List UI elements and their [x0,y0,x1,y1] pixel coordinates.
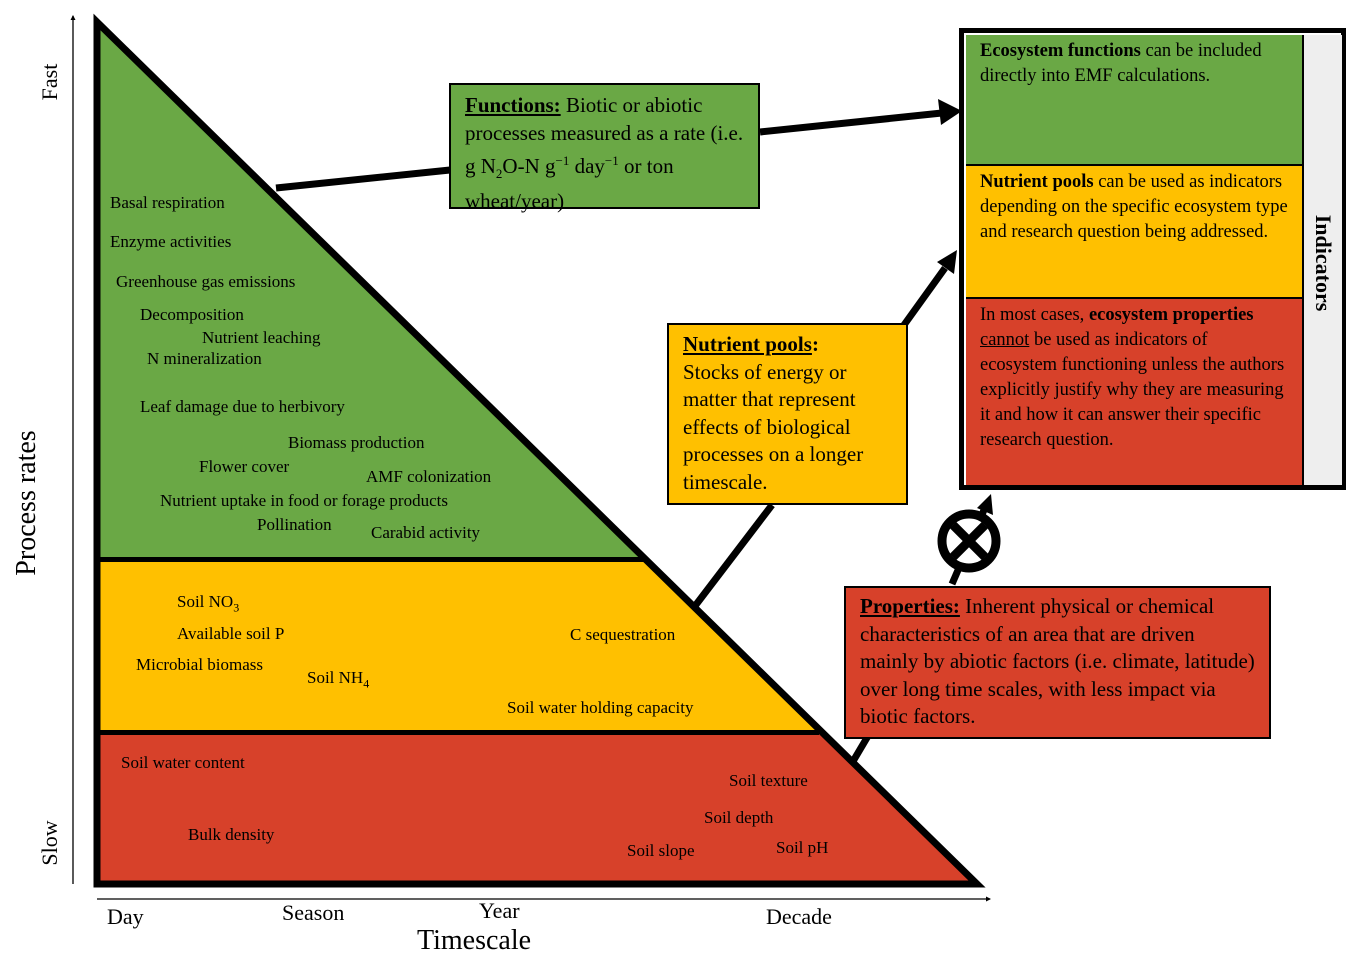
indicator-properties-text: In most cases, [980,305,1089,325]
function-item: Nutrient leaching [202,328,321,347]
function-item: Leaf damage due to herbivory [140,397,345,416]
function-item: Basal respiration [110,193,225,212]
functions-arrowhead [938,99,962,125]
nutrient-pools-definition-text: Nutrient pools: Stocks of energy or matt… [683,331,892,496]
functions-text: Biotic or abiotic processes measured as … [465,93,744,178]
nutrient-arrowhead [937,250,957,274]
function-item: Biomass production [288,433,425,452]
functions-text: day [569,154,605,178]
y-axis-title: Process rates [11,430,42,576]
properties-definition-text: Properties: Inherent physical or chemica… [860,593,1255,731]
indicators-panel: Ecosystem functions can be included dire… [959,28,1346,490]
property-item: Soil pH [776,838,829,857]
indicator-properties-cell: In most cases, ecosystem properties cann… [966,299,1302,485]
blocked-circle-x-icon [937,509,1001,573]
nutrient-connector-line [692,502,775,609]
indicators-side-bar: Indicators [1302,35,1342,485]
nutrient-item-text: Soil NO [177,592,234,611]
property-item: Soil water content [121,753,245,772]
functions-title: Functions: [465,93,561,117]
function-item: Enzyme activities [110,232,232,251]
functions-definition-text: Functions: Biotic or abiotic processes m… [465,92,744,215]
properties-text: Inherent physical or chemical characteri… [860,594,1255,728]
indicator-functions-text: can be included directly into EMF calcul… [980,41,1262,86]
superscript: −1 [604,153,619,168]
function-item: Decomposition [140,305,244,324]
nutrient-item: Microbial biomass [136,655,264,674]
y-axis-bottom-label: Slow [37,820,62,866]
nutrient-item: Soil NO3 [177,592,239,617]
subscript: 3 [233,600,240,615]
nutrient-item: C sequestration [570,625,676,644]
properties-title: Properties: [860,594,960,618]
nutrient-arrow [901,265,948,328]
subscript: 2 [495,166,503,182]
nutrient-item: Soil NH4 [307,668,369,693]
indicators-side-label: Indicators [1311,214,1336,312]
nutrient-pools-band [97,561,818,731]
x-tick-label: Decade [766,904,832,929]
indicator-nutrient-cell: Nutrient pools can be used as indicators… [966,166,1302,299]
functions-definition-box: Functions: Biotic or abiotic processes m… [449,83,760,213]
function-item: AMF colonization [366,467,492,486]
function-item: Flower cover [199,457,290,476]
function-item: Pollination [257,515,332,534]
nutrient-item: Soil water holding capacity [507,698,694,717]
functions-connector-line [275,166,451,192]
indicator-functions-cell: Ecosystem functions can be included dire… [966,35,1302,166]
nutrient-item-text: Soil NH [307,668,364,687]
functions-text: or ton wheat/year) [465,154,674,213]
y-axis-top-label: Fast [37,63,62,101]
properties-connector-line [848,734,872,765]
functions-text: O-N g [502,154,556,178]
x-tick-label: Season [282,900,345,925]
indicator-properties-underlined: cannot [980,330,1030,350]
property-item: Soil depth [704,808,774,827]
nutrient-pools-text: Stocks of energy or matter that represen… [683,359,864,494]
indicator-nutrient-bold: Nutrient pools [980,172,1094,192]
properties-arrowhead [977,494,993,515]
nutrient-pools-title: Nutrient pools [683,332,812,356]
nutrient-pools-definition-box: Nutrient pools: Stocks of energy or matt… [667,323,908,505]
x-tick-label: Day [107,904,144,929]
functions-arrow [759,109,943,136]
property-item: Soil slope [627,841,695,860]
property-item: Soil texture [729,771,808,790]
function-item: Greenhouse gas emissions [116,272,296,291]
indicator-properties-bold: ecosystem properties [1088,305,1254,325]
superscript: −1 [555,153,570,168]
function-item: N mineralization [147,349,262,368]
indicator-nutrient-text: can be used as indicators depending on t… [980,172,1288,242]
indicator-functions-bold: Ecosystem functions [980,41,1141,61]
function-item: Nutrient uptake in food or forage produc… [160,491,448,510]
x-axis-title: Timescale [417,925,532,956]
function-item: Carabid activity [371,523,481,542]
property-item: Bulk density [188,825,275,844]
properties-band [97,734,977,884]
properties-definition-box: Properties: Inherent physical or chemica… [844,586,1271,739]
timescale-triangle-outline [93,13,986,888]
nutrient-item: Available soil P [177,624,285,643]
nutrient-pools-colon: : [811,332,819,356]
x-tick-label: Year [479,898,520,923]
indicator-properties-text: be used as indicators of ecosystem funct… [980,330,1285,450]
subscript: 4 [363,676,370,691]
